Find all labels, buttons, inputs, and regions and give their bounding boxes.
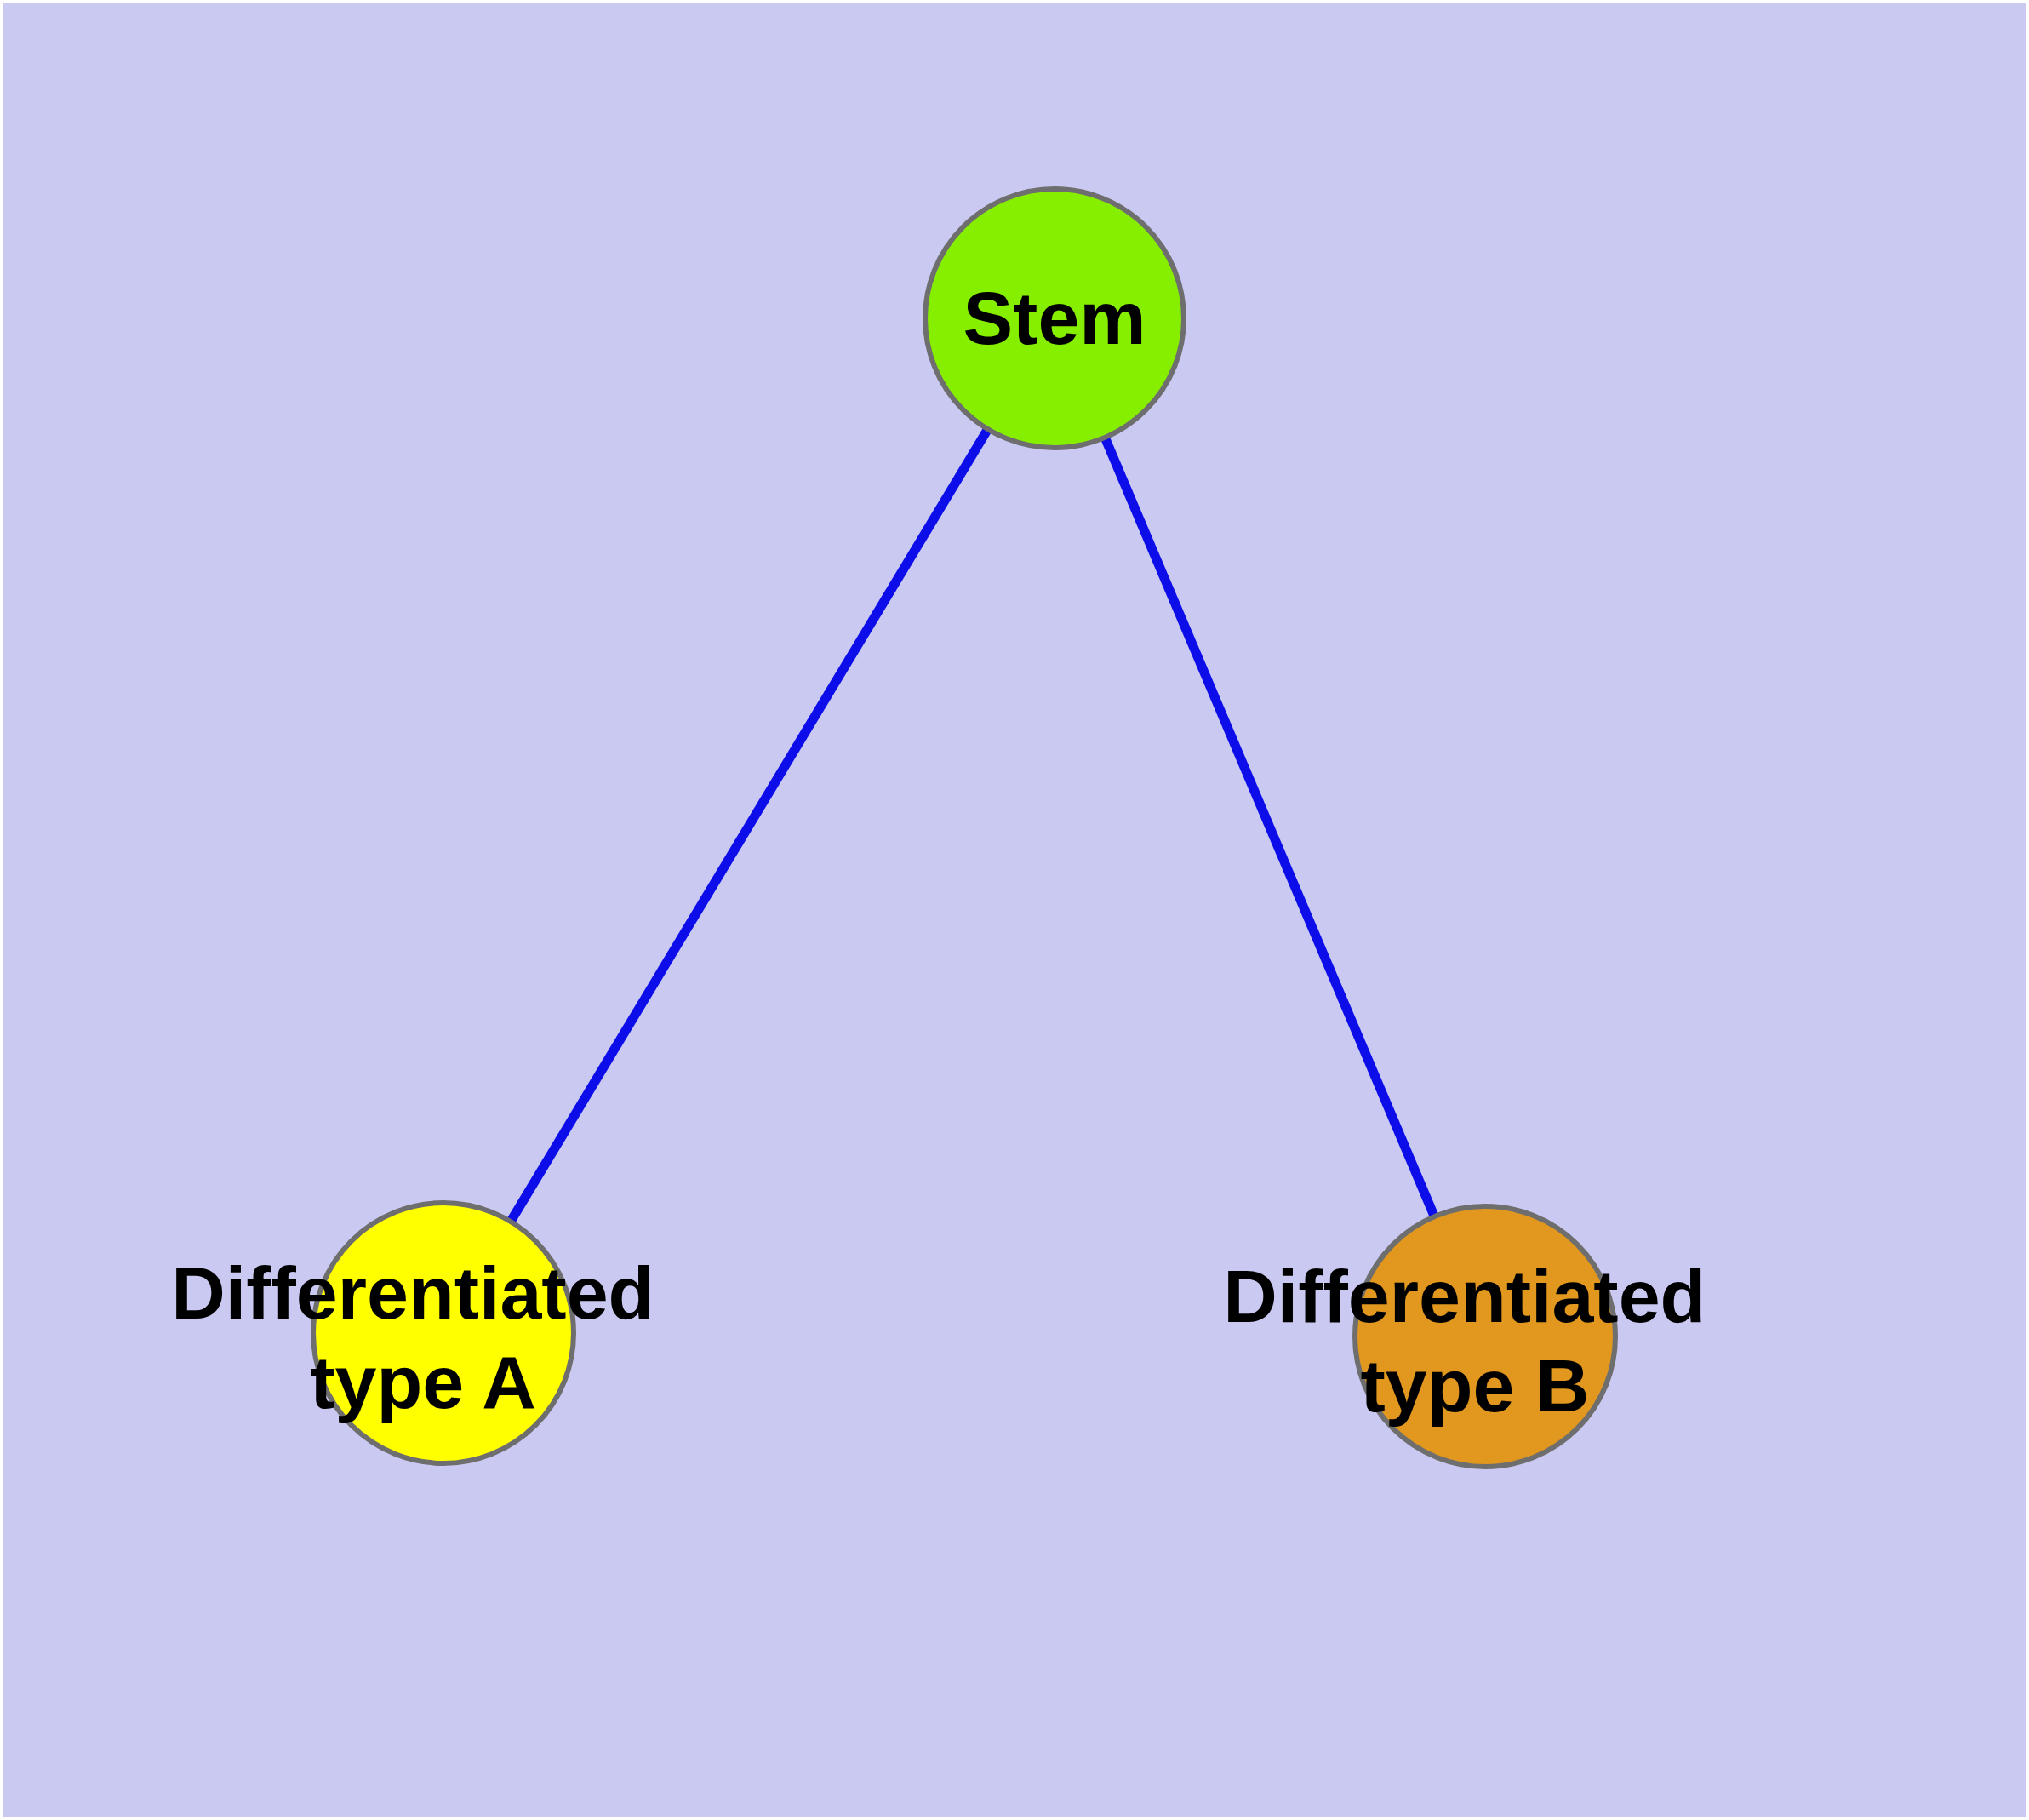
node-stem-label: Stem — [963, 276, 1146, 360]
type-a-label-line-1: Differentiated — [171, 1251, 654, 1335]
type-a-label-line-2: type A — [310, 1340, 536, 1424]
type-b-label-line-2: type B — [1361, 1343, 1590, 1428]
type-b-label-line-1: Differentiated — [1223, 1254, 1706, 1338]
